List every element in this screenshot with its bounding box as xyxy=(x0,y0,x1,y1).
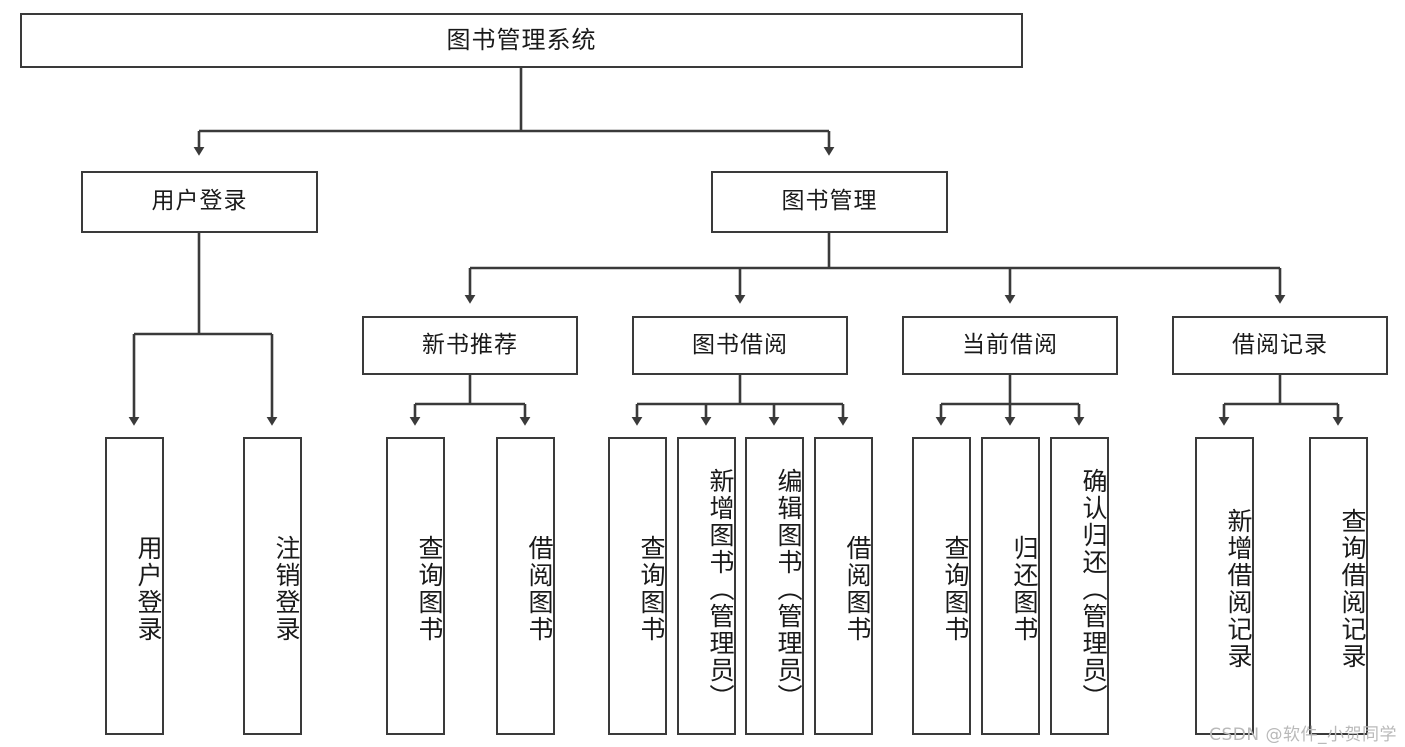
leaf-edit-book-admin[interactable]: 编辑图书（管理员） xyxy=(745,437,804,735)
leaf-query-book-c-label: 查询图书 xyxy=(941,535,970,643)
leaf-add-book-admin-label: 新增图书（管理员） xyxy=(706,467,735,711)
leaf-query-borrow-record[interactable]: 查询借阅记录 xyxy=(1309,437,1368,735)
leaf-borrow-book-a[interactable]: 借阅图书 xyxy=(496,437,555,735)
leaf-borrow-book-b-label: 借阅图书 xyxy=(843,535,872,643)
node-borrow-record[interactable]: 借阅记录 xyxy=(1172,316,1388,375)
node-book-borrow[interactable]: 图书借阅 xyxy=(632,316,848,375)
leaf-query-book-b[interactable]: 查询图书 xyxy=(608,437,667,735)
node-book-borrow-label: 图书借阅 xyxy=(692,331,788,358)
leaf-borrow-book-a-label: 借阅图书 xyxy=(525,535,554,643)
leaf-logout[interactable]: 注销登录 xyxy=(243,437,302,735)
node-current-borrow-label: 当前借阅 xyxy=(962,331,1058,358)
leaf-borrow-book-b[interactable]: 借阅图书 xyxy=(814,437,873,735)
leaf-query-book-a-label: 查询图书 xyxy=(415,535,444,643)
node-current-borrow[interactable]: 当前借阅 xyxy=(902,316,1118,375)
leaf-confirm-return-admin-label: 确认归还（管理员） xyxy=(1079,467,1108,711)
leaf-edit-book-admin-label: 编辑图书（管理员） xyxy=(774,467,803,711)
node-new-book-recommend-label: 新书推荐 xyxy=(422,331,518,358)
node-root-label: 图书管理系统 xyxy=(446,26,597,55)
leaf-query-book-c[interactable]: 查询图书 xyxy=(912,437,971,735)
node-book-manage-label: 图书管理 xyxy=(781,188,878,215)
node-root[interactable]: 图书管理系统 xyxy=(20,13,1023,68)
leaf-confirm-return-admin[interactable]: 确认归还（管理员） xyxy=(1050,437,1109,735)
leaf-add-book-admin[interactable]: 新增图书（管理员） xyxy=(677,437,736,735)
node-book-manage[interactable]: 图书管理 xyxy=(711,171,948,233)
watermark: CSDN @软件_小贺同学 xyxy=(1209,725,1397,745)
node-new-book-recommend[interactable]: 新书推荐 xyxy=(362,316,578,375)
leaf-return-book-label: 归还图书 xyxy=(1010,535,1039,643)
leaf-add-borrow-record[interactable]: 新增借阅记录 xyxy=(1195,437,1254,735)
leaf-query-book-b-label: 查询图书 xyxy=(637,535,666,643)
leaf-user-login-label: 用户登录 xyxy=(134,535,163,643)
leaf-query-book-a[interactable]: 查询图书 xyxy=(386,437,445,735)
node-borrow-record-label: 借阅记录 xyxy=(1232,331,1328,358)
leaf-query-borrow-record-label: 查询借阅记录 xyxy=(1338,508,1367,670)
leaf-user-login[interactable]: 用户登录 xyxy=(105,437,164,735)
leaf-return-book[interactable]: 归还图书 xyxy=(981,437,1040,735)
leaf-add-borrow-record-label: 新增借阅记录 xyxy=(1224,508,1253,670)
leaf-logout-label: 注销登录 xyxy=(272,535,301,643)
node-user-login-label: 用户登录 xyxy=(151,188,248,215)
node-user-login[interactable]: 用户登录 xyxy=(81,171,318,233)
